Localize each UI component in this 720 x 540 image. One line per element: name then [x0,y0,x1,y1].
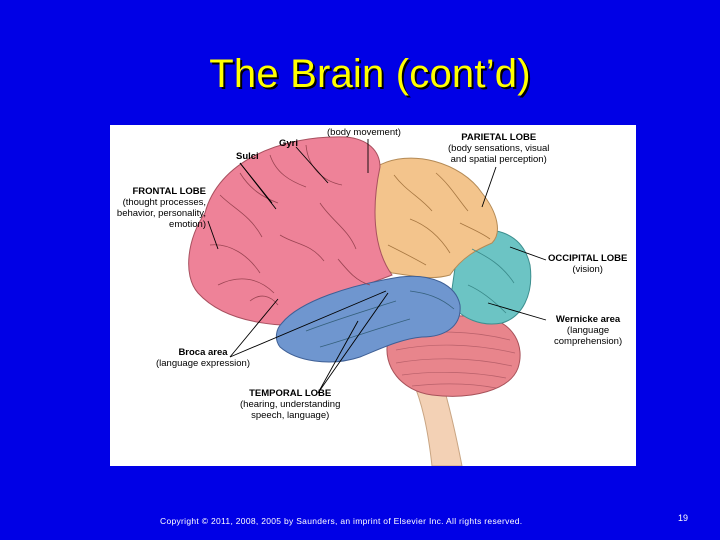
label-parietal-lobe: PARIETAL LOBE (body sensations, visual a… [448,132,549,165]
page-number: 19 [678,513,689,523]
label-broca-title: Broca area [178,347,228,358]
copyright-footer: Copyright © 2011, 2008, 2005 by Saunders… [160,516,523,526]
label-frontal-line1: (thought processes, [122,197,206,208]
label-parietal-line1: (body sensations, visual [448,143,550,154]
temporal-lobe [275,275,461,363]
label-occipital-line1: (vision) [572,264,603,275]
frontal-lobe [188,136,393,326]
label-broca-line1: (language expression) [156,358,251,369]
label-parietal-title: PARIETAL LOBE [461,132,537,143]
label-gyri-title: Gyri [279,138,299,149]
label-occipital-lobe: OCCIPITAL LOBE (vision) [548,253,627,275]
label-frontal-line2: behavior, personality, [116,208,206,219]
brain-illustration [188,136,547,466]
label-broca-area: Broca area (language expression) [156,347,250,369]
label-occipital-title: OCCIPITAL LOBE [548,253,628,264]
label-parietal-line2: and spatial perception) [450,154,547,165]
label-wernicke-line1: (language [566,325,610,336]
label-gyri: Gyri [279,138,298,149]
label-sulci: Sulci [236,151,259,162]
label-frontal-line3: emotion) [169,219,206,230]
label-frontal-title: FRONTAL LOBE [132,186,206,197]
label-wernicke-area: Wernicke area (language comprehension) [554,314,622,347]
label-temporal-title: TEMPORAL LOBE [249,388,332,399]
brain-diagram: (body movement) Gyri Sulci PARIETAL LOBE… [110,125,636,466]
label-body-movement: (body movement) [327,127,401,138]
label-temporal-lobe: TEMPORAL LOBE (hearing, understanding sp… [240,388,340,421]
label-temporal-line1: (hearing, understanding [240,399,341,410]
label-wernicke-title: Wernicke area [555,314,621,325]
label-sulci-title: Sulci [236,151,259,162]
label-wernicke-line2: comprehension) [554,336,623,347]
label-frontal-lobe: FRONTAL LOBE (thought processes, behavio… [110,186,206,230]
label-temporal-line2: speech, language) [251,410,330,421]
slide-title: The Brain (cont’d) [209,52,531,96]
